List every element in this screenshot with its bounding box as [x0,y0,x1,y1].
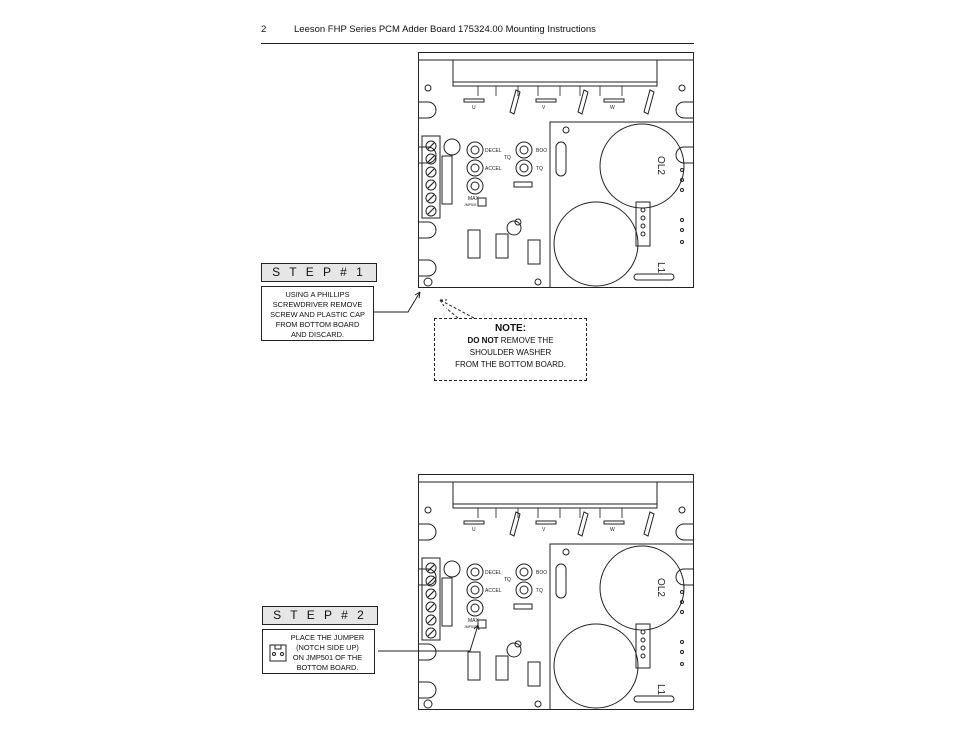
pcm-board-diagram-bottom: U V W DECEL ACCEL TQ BOO TQ MAX JMP501 O… [418,474,694,710]
board-label-boo: BOO [536,148,547,154]
board-label-decel: DECEL [485,570,502,576]
step1-line: SCREWDRIVER REMOVE [272,300,363,309]
board-label-jmp: JMP501 [464,203,477,207]
board-label-max: MAX [468,618,480,624]
note-title: NOTE: [494,323,527,334]
step1-line: FROM BOTTOM BOARD [275,320,360,329]
board-label-u: U [472,527,476,533]
note-line-2: SHOULDER WASHER [469,348,552,357]
pcm-board-diagram-top: U V W DECEL ACCEL TQ BOO TQ MAX JMP501 O… [418,52,694,288]
note-do-not: DO NOT [467,336,499,345]
board-label-max: MAX [468,196,480,202]
note-line-3: FROM THE BOTTOM BOARD. [455,360,566,369]
board-label-ol2: OL2 [655,578,666,597]
board-label-decel: DECEL [485,148,502,154]
step2-title: S T E P # 2 [262,606,378,625]
note-line-1-rest: REMOVE THE [498,336,554,345]
board-label-w: W [610,527,615,533]
step2-line: (NOTCH SIDE UP) [296,643,359,652]
board-label-accel: ACCEL [485,166,502,172]
board-label-tq: TQ [504,155,511,161]
step1-line: SCREW AND PLASTIC CAP [270,310,365,319]
board-label-ol2: OL2 [655,156,666,175]
board-label-tq: TQ [504,577,511,583]
step2-instructions: PLACE THE JUMPER (NOTCH SIDE UP) ON JMP5… [262,629,375,674]
step1-title: S T E P # 1 [261,263,377,282]
board-label-jmp: JMP501 [464,625,477,629]
board-label-tq2: TQ [536,166,543,172]
step1-line: USING A PHILLIPS [285,290,350,299]
note-line-1: DO NOT REMOVE THE [435,335,586,347]
page-title: Leeson FHP Series PCM Adder Board 175324… [294,24,596,35]
step2-line: PLACE THE JUMPER [290,633,365,642]
step1-line: AND DISCARD. [291,330,344,339]
board-label-l1: L1 [655,684,666,696]
board-label-v: V [542,527,546,533]
page-header: 2 Leeson FHP Series PCM Adder Board 1753… [261,22,694,44]
board-label-w: W [610,105,615,111]
step1-arrow [374,291,421,313]
note-arrow [439,299,475,319]
note-box: NOTE: DO NOT REMOVE THE SHOULDER WASHER … [434,318,587,381]
step2-line: ON JMP501 OF THE [292,653,363,662]
board-label-u: U [472,105,476,111]
board-label-tq2: TQ [536,588,543,594]
board-label-accel: ACCEL [485,588,502,594]
board-label-boo: BOO [536,570,547,576]
step2-line: BOTTOM BOARD. [296,663,359,672]
page-number: 2 [261,24,267,35]
board-label-v: V [542,105,546,111]
step1-instructions: USING A PHILLIPS SCREWDRIVER REMOVE SCRE… [261,286,374,341]
board-label-l1: L1 [655,262,666,274]
